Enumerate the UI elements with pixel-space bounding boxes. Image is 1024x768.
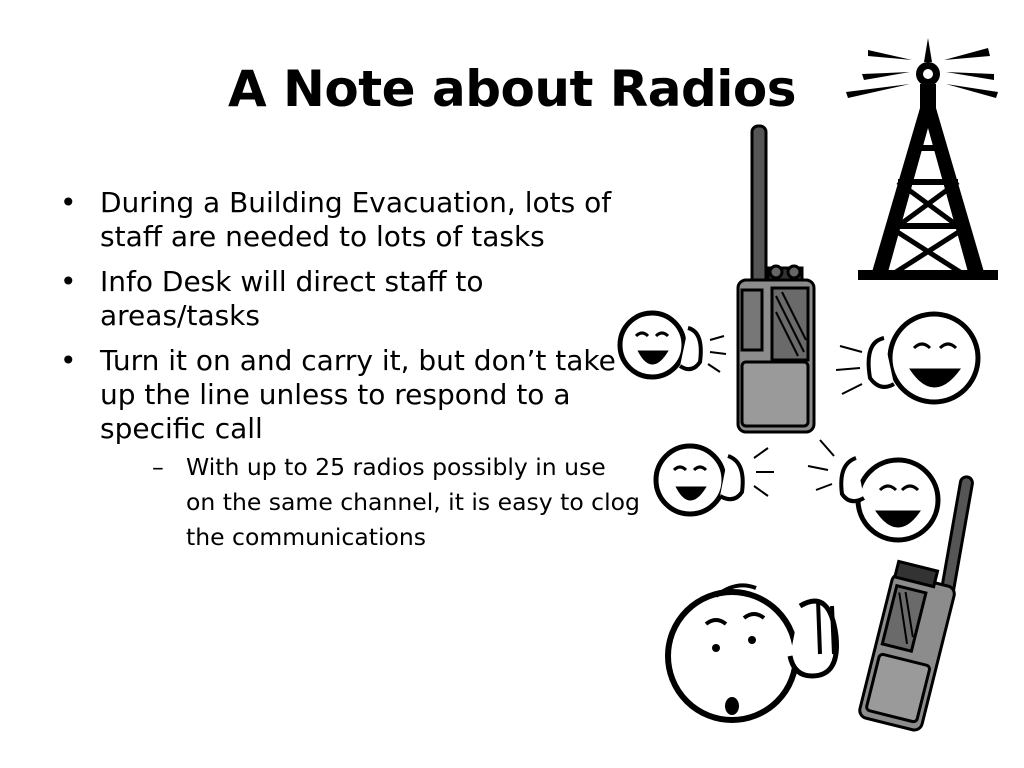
walkie-talkie-icon	[858, 475, 974, 732]
bullet-text: During a Building Evacuation, lots of st…	[100, 186, 612, 253]
shouting-face-icon	[807, 439, 941, 543]
sub-bullet-item: – With up to 25 radios possibly in use o…	[100, 450, 640, 555]
sub-bullet-text: With up to 25 radios possibly in use on …	[186, 453, 640, 551]
shouting-face-icon	[653, 443, 774, 517]
shouting-face-icon	[835, 311, 981, 405]
bullet-marker: •	[60, 186, 77, 219]
bullet-item: • During a Building Evacuation, lots of …	[60, 186, 640, 254]
bullet-text: Turn it on and carry it, but don’t take …	[100, 344, 616, 445]
bullet-marker: •	[60, 265, 77, 298]
bullet-marker: •	[60, 344, 77, 377]
sub-bullet-marker: –	[152, 453, 164, 481]
bullet-list: • During a Building Evacuation, lots of …	[60, 186, 640, 566]
bullet-item: • Turn it on and carry it, but don’t tak…	[60, 344, 640, 555]
worried-face-icon	[665, 583, 839, 723]
shouting-face-icon	[617, 310, 727, 380]
radio-tower-icon	[846, 38, 998, 280]
slide-title: A Note about Radios	[227, 60, 797, 118]
walkie-talkie-icon	[736, 124, 816, 434]
bullet-item: • Info Desk will direct staff to areas/t…	[60, 265, 640, 333]
bullet-text: Info Desk will direct staff to areas/tas…	[100, 265, 484, 332]
